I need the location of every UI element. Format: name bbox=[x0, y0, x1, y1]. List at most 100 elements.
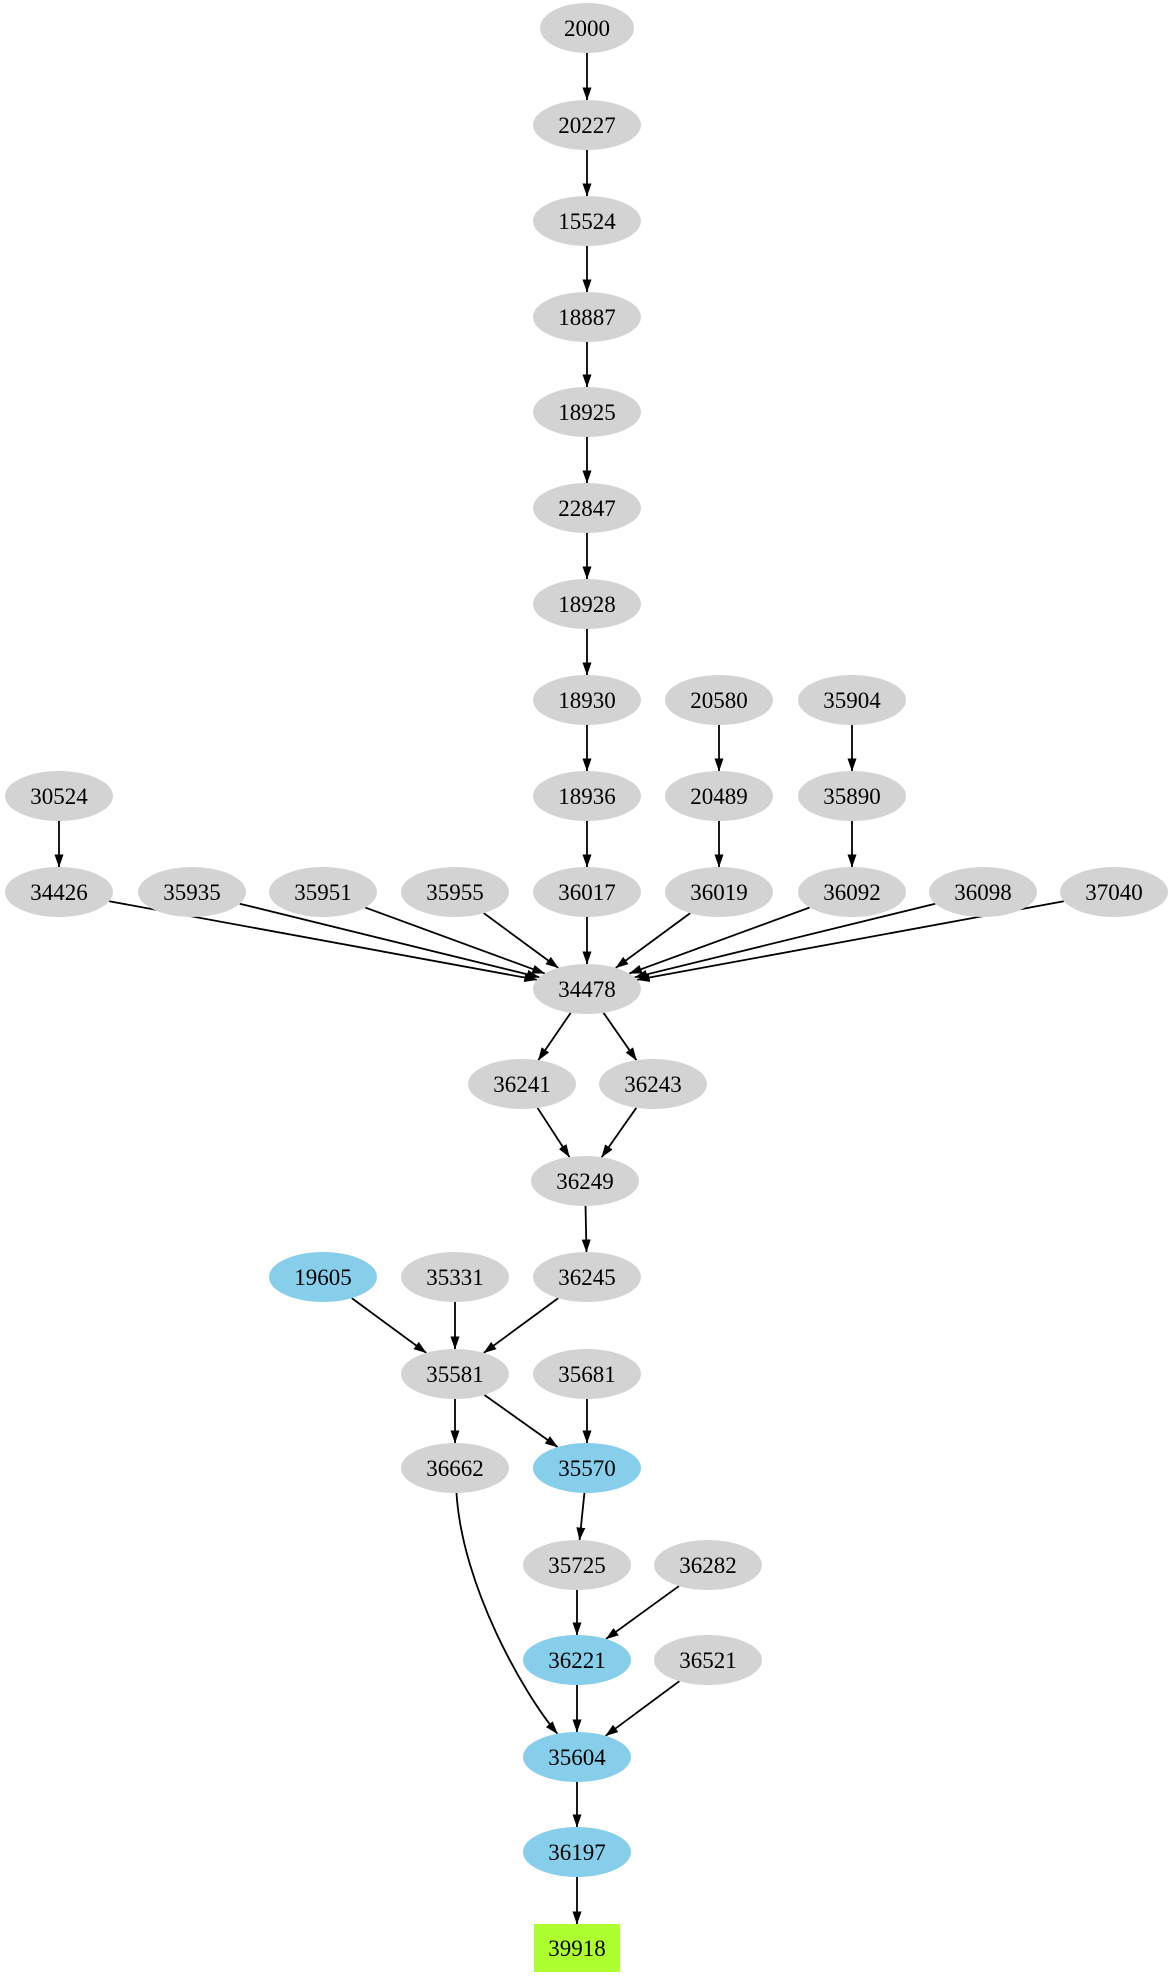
node-35904: 35904 bbox=[798, 675, 906, 725]
edge-35935-34478 bbox=[239, 902, 540, 979]
node-label: 20227 bbox=[558, 113, 616, 138]
node-shape-default bbox=[401, 867, 509, 917]
node-2000: 2000 bbox=[540, 3, 634, 53]
node-35725: 35725 bbox=[523, 1540, 631, 1590]
node-shape-default bbox=[401, 1252, 509, 1302]
node-36092: 36092 bbox=[798, 867, 906, 917]
node-shape-default bbox=[269, 867, 377, 917]
node-label: 19605 bbox=[294, 1265, 352, 1290]
node-shape-default bbox=[665, 867, 773, 917]
edge-35951-34478 bbox=[364, 906, 546, 975]
node-label: 36092 bbox=[823, 880, 881, 905]
node-shape-highlight bbox=[523, 1732, 631, 1782]
node-label: 36098 bbox=[954, 880, 1012, 905]
node-36017: 36017 bbox=[533, 867, 641, 917]
nodes-layer: 2000 20227 15524 18887 18925 22847 18928 18930 2… bbox=[5, 3, 1168, 1972]
node-label: 2000 bbox=[564, 16, 610, 41]
node-label: 36197 bbox=[548, 1840, 606, 1865]
node-30524: 30524 bbox=[5, 771, 113, 821]
node-label: 36662 bbox=[426, 1456, 484, 1481]
node-19605: 19605 bbox=[269, 1252, 377, 1302]
node-35681: 35681 bbox=[533, 1349, 641, 1399]
node-36098: 36098 bbox=[929, 867, 1037, 917]
node-35955: 35955 bbox=[401, 867, 509, 917]
node-shape-default bbox=[531, 1156, 639, 1206]
node-18887: 18887 bbox=[533, 292, 641, 342]
node-shape-default bbox=[533, 483, 641, 533]
node-36019: 36019 bbox=[665, 867, 773, 917]
node-36521: 36521 bbox=[654, 1635, 762, 1685]
node-18925: 18925 bbox=[533, 387, 641, 437]
edge-36521-35604 bbox=[605, 1680, 680, 1737]
node-shape-default bbox=[665, 771, 773, 821]
node-shape-default bbox=[929, 867, 1037, 917]
node-shape-default bbox=[533, 867, 641, 917]
edge-35955-34478 bbox=[483, 912, 559, 969]
edge-34478-36243 bbox=[602, 1012, 638, 1061]
node-label: 18930 bbox=[558, 688, 616, 713]
edge-36245-35581 bbox=[483, 1297, 559, 1354]
node-20580: 20580 bbox=[665, 675, 773, 725]
node-shape-default bbox=[523, 1540, 631, 1590]
edge-36092-34478 bbox=[628, 906, 810, 975]
node-36282: 36282 bbox=[654, 1540, 762, 1590]
node-label: 30524 bbox=[30, 784, 88, 809]
node-label: 18936 bbox=[558, 784, 616, 809]
node-label: 35604 bbox=[548, 1745, 606, 1770]
edge-36282-36221 bbox=[605, 1585, 680, 1640]
node-shape-highlight bbox=[523, 1635, 631, 1685]
node-18936: 18936 bbox=[533, 771, 641, 821]
node-shape-default bbox=[798, 771, 906, 821]
node-label: 35581 bbox=[426, 1362, 484, 1387]
node-label: 20489 bbox=[690, 784, 748, 809]
node-35951: 35951 bbox=[269, 867, 377, 917]
node-shape-default bbox=[533, 771, 641, 821]
node-shape-default bbox=[533, 1349, 641, 1399]
node-label: 37040 bbox=[1085, 880, 1143, 905]
node-label: 18925 bbox=[558, 400, 616, 425]
node-shape-highlight bbox=[533, 1443, 641, 1493]
node-shape-default bbox=[5, 867, 113, 917]
node-shape-default bbox=[533, 1252, 641, 1302]
node-shape-default bbox=[533, 675, 641, 725]
node-label: 20580 bbox=[690, 688, 748, 713]
node-35581: 35581 bbox=[401, 1349, 509, 1399]
node-36241: 36241 bbox=[468, 1059, 576, 1109]
node-label: 39918 bbox=[548, 1936, 606, 1961]
node-label: 35904 bbox=[823, 688, 881, 713]
node-15524: 15524 bbox=[533, 196, 641, 246]
edge-36241-36249 bbox=[536, 1107, 571, 1158]
edge-36243-36249 bbox=[600, 1107, 638, 1158]
node-shape-default bbox=[401, 1349, 509, 1399]
node-label: 18928 bbox=[558, 592, 616, 617]
node-36197: 36197 bbox=[523, 1827, 631, 1877]
edge-19605-35581 bbox=[351, 1297, 427, 1354]
node-shape-default bbox=[798, 867, 906, 917]
node-20227: 20227 bbox=[533, 100, 641, 150]
edge-36662-35604 bbox=[455, 1492, 559, 1735]
node-label: 36521 bbox=[679, 1648, 737, 1673]
node-shape-default bbox=[654, 1540, 762, 1590]
node-label: 35681 bbox=[558, 1362, 616, 1387]
node-label: 36019 bbox=[690, 880, 748, 905]
edges-layer bbox=[54, 53, 1064, 1925]
node-39918: 39918 bbox=[534, 1924, 620, 1972]
node-36249: 36249 bbox=[531, 1156, 639, 1206]
node-label: 36245 bbox=[558, 1265, 616, 1290]
node-shape-default bbox=[533, 292, 641, 342]
node-label: 36221 bbox=[548, 1648, 606, 1673]
node-shape-terminal bbox=[534, 1924, 620, 1972]
node-18928: 18928 bbox=[533, 579, 641, 629]
node-shape-default bbox=[533, 579, 641, 629]
node-label: 22847 bbox=[558, 496, 616, 521]
node-label: 35725 bbox=[548, 1553, 606, 1578]
node-label: 35951 bbox=[294, 880, 352, 905]
node-35604: 35604 bbox=[523, 1732, 631, 1782]
node-shape-default bbox=[599, 1059, 707, 1109]
node-label: 34426 bbox=[30, 880, 88, 905]
node-label: 35331 bbox=[426, 1265, 484, 1290]
node-shape-default bbox=[138, 867, 246, 917]
node-shape-default bbox=[533, 387, 641, 437]
node-label: 35570 bbox=[558, 1456, 616, 1481]
node-34426: 34426 bbox=[5, 867, 113, 917]
